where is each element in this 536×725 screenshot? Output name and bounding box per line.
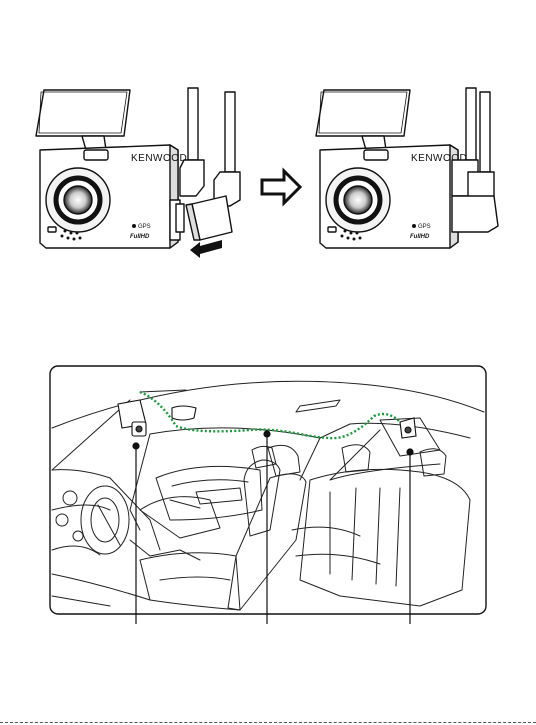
cables-left xyxy=(176,88,240,240)
cables-right xyxy=(452,88,498,232)
rear-dashcam xyxy=(400,418,416,438)
dashcam-left xyxy=(36,90,180,248)
dashcam-right-gps-badge: GPS xyxy=(418,224,431,230)
dashcam-right-hd-badge: FullHD xyxy=(410,234,430,240)
dashcam-left-brand: KENWOOD xyxy=(131,153,187,164)
cable-insertion-figure: KENWOOD GPS FullHD KEN xyxy=(0,0,536,300)
dashcam-left-hd-badge: FullHD xyxy=(130,234,150,240)
cable-insertion-illustration: KENWOOD GPS FullHD KEN xyxy=(0,0,536,300)
illustration-frame xyxy=(50,366,486,614)
plugged-connector xyxy=(452,196,498,232)
dashcam-left-gps-badge: GPS xyxy=(138,224,151,230)
dashcam-right xyxy=(316,90,458,248)
insert-arrow-icon xyxy=(190,240,222,258)
next-step-arrow-icon xyxy=(262,171,300,203)
car-interior-illustration xyxy=(0,360,536,725)
mount-plate xyxy=(36,90,130,136)
page-bottom-divider xyxy=(0,722,536,723)
cable-routing-figure xyxy=(0,360,536,725)
